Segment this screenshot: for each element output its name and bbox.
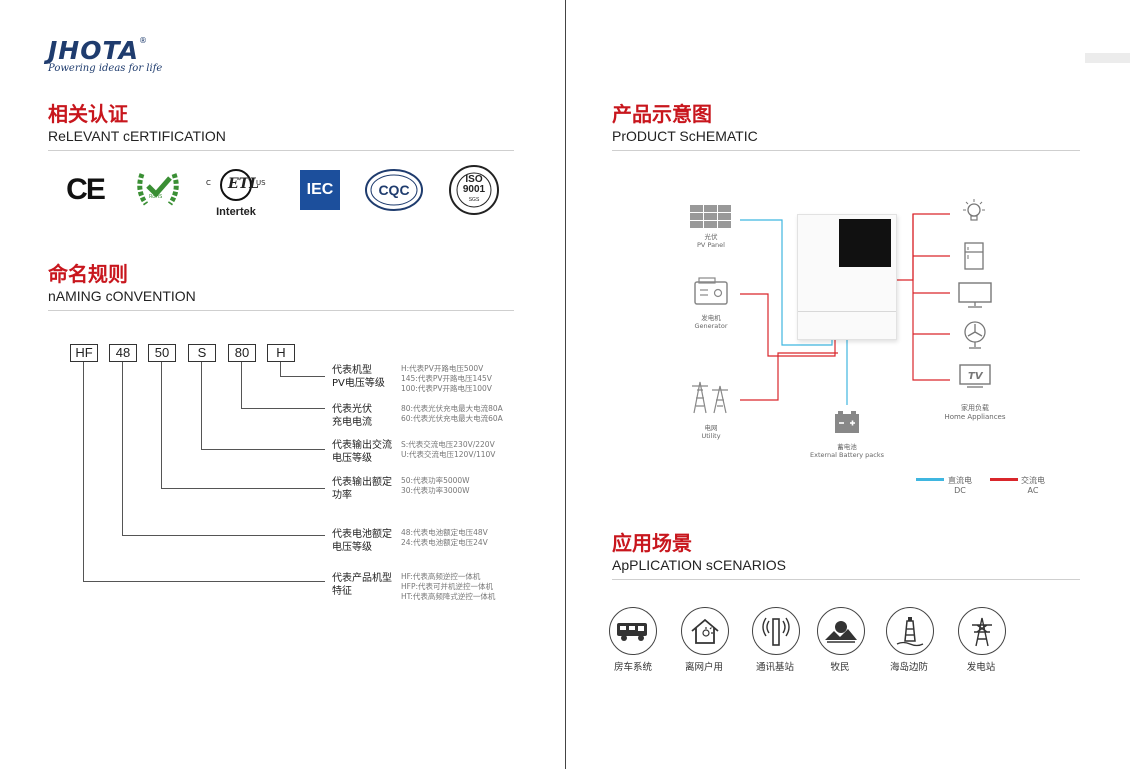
connector-line	[280, 376, 325, 377]
fridge-icon	[964, 242, 984, 274]
connector-line	[201, 362, 202, 450]
connector-line	[161, 488, 325, 489]
scenario-label-rv: 房车系统	[613, 662, 652, 673]
fan-icon	[962, 320, 988, 354]
connector-line	[241, 408, 325, 409]
rohs-mark: RoHS	[132, 166, 184, 212]
section-rule	[48, 150, 514, 151]
naming-title-en: nAMING cONVENTION	[48, 288, 196, 304]
svg-text:TV: TV	[968, 371, 984, 382]
certification-title-cn: 相关认证	[48, 102, 128, 126]
naming-title-cn: 命名规则	[48, 262, 128, 286]
legend-ac-swatch	[990, 478, 1018, 481]
code-box-80: 80	[228, 344, 256, 362]
monitor-icon	[958, 282, 992, 314]
naming-desc-battery-voltage: 代表电池额定电压等级	[332, 529, 392, 553]
inverter-display	[839, 219, 891, 267]
scenario-label-island-border: 海岛边防	[889, 662, 928, 673]
connector-line	[122, 535, 325, 536]
connector-line	[83, 362, 84, 582]
connector-line	[201, 449, 325, 450]
code-box-48: 48	[109, 344, 137, 362]
antenna-icon	[752, 607, 800, 655]
iec-mark: IEC	[300, 170, 340, 210]
etl-mark: C ETL US Intertek	[206, 165, 266, 220]
power-tower-icon	[958, 607, 1006, 655]
scenario-label-power-station: 发电站	[966, 662, 996, 673]
schematic-wiring	[740, 213, 950, 405]
tv-icon: TV	[959, 364, 991, 394]
naming-desc-power: 代表输出额定功率	[332, 477, 392, 501]
iso-mark: ISO 9001 SGS	[448, 164, 500, 216]
rv-icon	[609, 607, 657, 655]
certification-title-en: ReLEVANT cERTIFICATION	[48, 128, 226, 144]
generator-icon	[693, 276, 729, 310]
scenario-label-offgrid-home: 离网户用	[684, 662, 723, 673]
section-rule	[48, 310, 514, 311]
scenarios-title-en: ApPLICATION sCENARIOS	[612, 557, 787, 573]
connector-line	[161, 362, 162, 489]
logo-wordmark: JHOTA	[48, 36, 139, 65]
schematic-title-cn: 产品示意图	[612, 102, 712, 126]
schematic-title-en: PrODUCT ScHEMATIC	[612, 128, 758, 144]
inverter-band	[798, 311, 896, 312]
pasture-icon	[817, 607, 865, 655]
utility-tower-icon	[688, 376, 734, 418]
scenario-label-telecom: 通讯基站	[755, 662, 794, 673]
code-box-h: H	[267, 344, 295, 362]
connector-line	[122, 362, 123, 536]
brand-logo: JHOTA® Powering ideas for life	[48, 36, 162, 74]
light-bulb-icon	[960, 198, 988, 230]
code-box-50: 50	[148, 344, 176, 362]
pv-panel-icon	[690, 205, 732, 233]
page-tab	[1085, 53, 1130, 63]
scenario-label-herders: 牧民	[830, 662, 850, 673]
naming-desc-ac-voltage: 代表输出交流电压等级	[332, 440, 392, 464]
ce-mark: CE	[66, 173, 106, 206]
battery-icon	[833, 410, 861, 438]
lighthouse-icon	[886, 607, 934, 655]
section-rule	[612, 579, 1080, 580]
naming-desc-pv-current: 代表光伏充电电流	[332, 404, 372, 428]
legend-dc-swatch	[916, 478, 944, 481]
code-box-hf: HF	[70, 344, 98, 362]
logo-tagline: Powering ideas for life	[48, 63, 163, 74]
logo-registered: ®	[138, 36, 147, 45]
code-box-s: S	[188, 344, 216, 362]
scenarios-title-cn: 应用场景	[612, 531, 692, 555]
house-solar-icon	[681, 607, 729, 655]
connector-line	[83, 581, 325, 582]
cqc-mark: CQC	[364, 168, 424, 212]
connector-line	[241, 362, 242, 409]
section-rule	[612, 150, 1080, 151]
naming-desc-product-feature: 代表产品机型特征	[332, 573, 392, 597]
page-spine	[565, 0, 566, 769]
inverter-product-image	[797, 214, 897, 340]
connector-line	[280, 362, 281, 377]
